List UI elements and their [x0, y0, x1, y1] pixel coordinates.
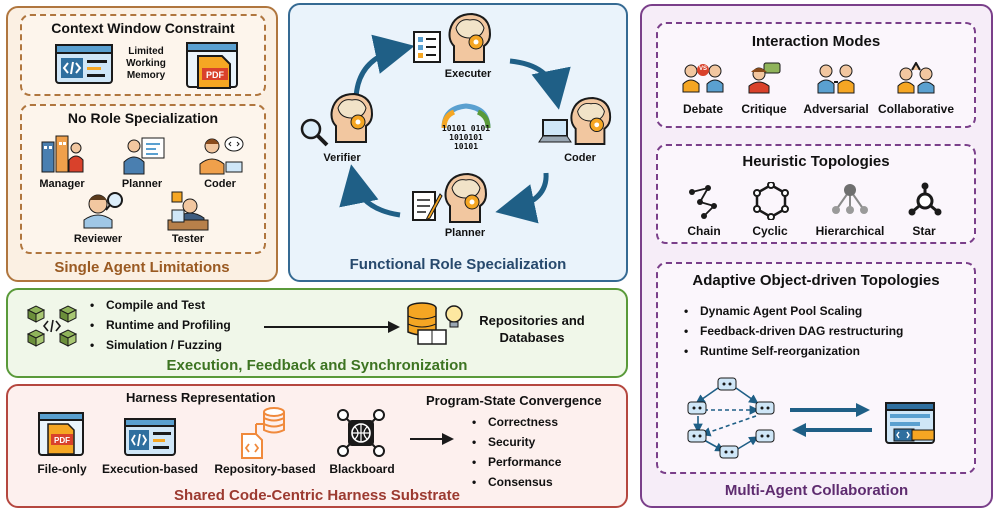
- rep-blackboard-label: Blackboard: [329, 462, 395, 476]
- executer-head-icon: [446, 12, 494, 64]
- magnifier-icon: [298, 116, 330, 148]
- execution-arrow: [262, 320, 402, 334]
- notepad-pen-icon: [410, 188, 444, 224]
- role-planner-label: Planner: [121, 178, 163, 190]
- mode-collaborative-label: Collaborative: [877, 102, 955, 116]
- topology-chain-label: Chain: [687, 224, 721, 238]
- code-cubes-icon: [24, 304, 80, 348]
- limited-memory-label: Limited Working Memory: [126, 46, 166, 81]
- execution-item: Runtime and Profiling: [88, 315, 231, 335]
- role-cycle-arrows: [288, 3, 628, 263]
- role-coder-functional-label: Coder: [564, 152, 596, 164]
- file-only-pdf-icon: [38, 412, 84, 458]
- adaptive-list: Dynamic Agent Pool Scaling Feedback-driv…: [682, 301, 903, 361]
- repositories-label: Repositories and Databases: [479, 313, 585, 345]
- globe-icon: [438, 102, 494, 132]
- execution-list: Compile and Test Runtime and Profiling S…: [88, 295, 231, 355]
- verifier-head-icon: [328, 92, 376, 144]
- planner-icon: [122, 134, 166, 176]
- checklist-icon: [412, 30, 446, 64]
- no-role-box: [20, 104, 266, 254]
- no-role-title: No Role Specialization: [67, 110, 219, 126]
- adaptive-item: Dynamic Agent Pool Scaling: [682, 301, 903, 321]
- execution-item: Compile and Test: [88, 295, 231, 315]
- critique-icon: [746, 62, 782, 94]
- debate-icon: [682, 62, 724, 94]
- adaptive-item: Runtime Self-reorganization: [682, 341, 903, 361]
- execution-code-icon: [124, 418, 176, 456]
- topology-star-label: Star: [912, 224, 936, 238]
- harness-representation-title: Harness Representation: [126, 390, 276, 405]
- star-topology-icon: [906, 182, 944, 220]
- binary-text: 10101 0101 1010101 10101: [441, 124, 491, 151]
- convergence-arrow: [408, 432, 456, 446]
- rep-repository-label: Repository-based: [214, 462, 316, 476]
- adaptive-topologies-title: Adaptive Object-driven Topologies: [692, 272, 940, 289]
- rep-file-only-label: File-only: [37, 462, 87, 476]
- mode-critique-label: Critique: [741, 102, 787, 116]
- topology-cyclic-label: Cyclic: [752, 224, 788, 238]
- heuristic-topologies-title: Heuristic Topologies: [742, 153, 890, 170]
- reviewer-icon: [80, 188, 126, 230]
- vs-badge: VS: [698, 66, 707, 72]
- convergence-title: Program-State Convergence: [426, 393, 602, 408]
- adversarial-icon: [816, 62, 856, 94]
- interaction-modes-title: Interaction Modes: [751, 33, 881, 50]
- context-window-title: Context Window Constraint: [51, 20, 235, 36]
- role-planner-functional-label: Planner: [444, 227, 486, 239]
- execution-title: Execution, Feedback and Synchronization: [166, 357, 468, 374]
- rep-execution-label: Execution-based: [101, 462, 199, 476]
- harness-pdf-label: PDF: [54, 436, 70, 445]
- laptop-icon: [538, 118, 572, 146]
- adaptive-item: Feedback-driven DAG restructuring: [682, 321, 903, 341]
- harness-title: Shared Code-Centric Harness Substrate: [174, 487, 460, 504]
- role-tester-label: Tester: [171, 233, 205, 245]
- convergence-item: Consensus: [470, 472, 561, 492]
- pdf-window-icon: [186, 42, 242, 90]
- planner-head-icon: [442, 172, 490, 224]
- blackboard-globe-icon: [336, 408, 386, 458]
- topology-hierarchical-label: Hierarchical: [815, 224, 885, 238]
- chain-topology-icon: [686, 184, 722, 220]
- coder-person-icon: [198, 134, 244, 178]
- cyclic-topology-icon: [752, 182, 790, 220]
- mode-adversarial-label: Adversarial: [803, 102, 869, 116]
- code-window-icon: [55, 44, 113, 84]
- tester-icon: [166, 190, 210, 232]
- multi-agent-title: Multi-Agent Collaboration: [724, 482, 909, 499]
- sync-arrows-icon: [788, 400, 874, 440]
- convergence-item: Performance: [470, 452, 561, 472]
- repository-db-icon: [236, 404, 296, 460]
- manager-icon: [40, 134, 86, 176]
- mode-debate-label: Debate: [682, 102, 723, 116]
- execution-item: Simulation / Fuzzing: [88, 335, 231, 355]
- pdf-label: PDF: [206, 70, 224, 80]
- agent-graph-icon: [680, 376, 784, 462]
- convergence-item: Security: [470, 432, 561, 452]
- convergence-list: Correctness Security Performance Consens…: [470, 412, 561, 492]
- hierarchical-topology-icon: [830, 182, 870, 218]
- collaborative-icon: [896, 62, 936, 94]
- role-verifier-label: Verifier: [323, 152, 361, 164]
- coder-head-icon: [568, 96, 614, 146]
- convergence-item: Correctness: [470, 412, 561, 432]
- role-coder-label: Coder: [204, 178, 236, 190]
- role-executer-label: Executer: [444, 68, 492, 80]
- functional-title: Functional Role Specialization: [349, 256, 567, 273]
- database-books-icon: [404, 300, 466, 348]
- single-agent-title: Single Agent Limitations: [54, 259, 230, 276]
- role-manager-label: Manager: [39, 178, 85, 190]
- harness-window-icon: [882, 402, 938, 446]
- role-reviewer-label: Reviewer: [73, 233, 123, 245]
